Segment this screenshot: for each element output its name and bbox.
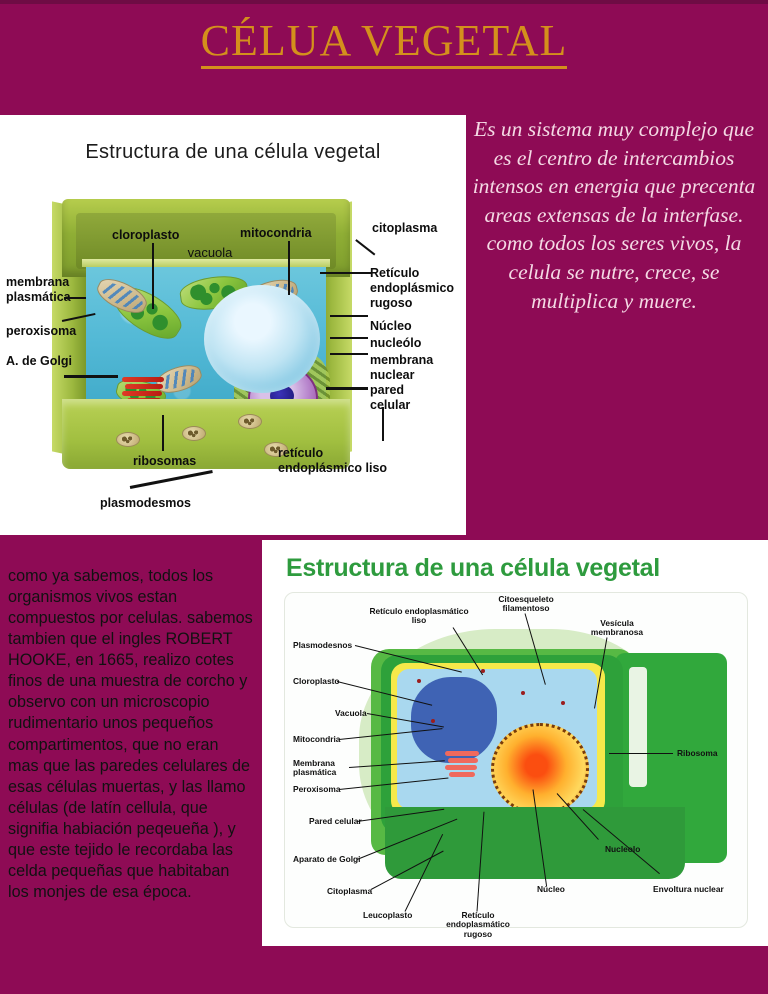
pointer-dot [521,691,525,695]
diagram2-panel: Citoesqueleto filamentoso Retículo endop… [284,592,748,939]
label-plasmodesmos: plasmodesmos [100,496,192,510]
left-description-text: como ya sabemos, todos los organismos vi… [8,567,253,901]
label-pared-1: pared [370,383,405,397]
leader-line [288,241,290,295]
label-ribosoma: Ribosoma [677,748,718,758]
plasmodesma-icon [116,432,140,447]
leader-line [162,415,164,451]
label-nucleolo: Nucleolo [605,844,641,854]
label-citoplasma: citoplasma [372,221,438,235]
adjacent-cell-gap [629,667,647,787]
label-reticulo-liso-2: endoplásmico liso [278,461,388,475]
label-aparato-golgi: A. de Golgi [6,354,72,368]
label-endoplasmico: endoplásmico [370,281,455,295]
label-pared-celular: Pared celular [309,816,362,826]
leader-line [330,353,368,355]
label-reticulo-rugoso: Retículo endoplasmático rugoso [446,910,510,939]
vacuole-icon [411,677,497,763]
vacuole-icon [204,285,320,393]
label-membrana-plasmatica: Membrana plasmática [293,758,337,778]
slide-top-border [0,0,768,4]
label-rugoso: rugoso [370,296,413,310]
leader-line [64,375,118,378]
cell-wall-front [62,399,350,469]
diagram1-cell-body [52,199,352,469]
label-vacuola: Vacuola [335,708,367,718]
pointer-dot [431,719,435,723]
pointer-dot [417,679,421,683]
diagram2-title: Estructura de una célula vegetal [286,554,660,582]
leader-line [330,337,368,339]
plasmodesma-icon [238,414,262,429]
golgi-apparatus-icon [445,751,481,781]
label-ribosomas: ribosomas [133,454,197,468]
page-title-container: CÉLUA VEGETAL [0,17,768,70]
label-cloroplasto: cloroplasto [112,228,180,242]
label-pared-2: celular [370,398,411,412]
leader-line [152,243,154,309]
label-envoltura-nuclear: Envoltura nuclear [653,884,724,894]
label-plasmatica: plasmática [6,290,71,304]
leader-line [326,387,368,390]
label-membrana: membrana [6,275,70,289]
label-reticulo: Retículo [370,266,420,280]
nucleus-icon [491,723,589,815]
label-citoesqueleto: Citoesqueleto filamentoso [498,594,554,614]
inner-membrane-band [82,259,330,267]
label-peroxisoma: Peroxisoma [293,784,341,794]
pointer-dot [481,669,485,673]
label-mitocondria: Mitocondria [293,734,341,744]
leader-line [320,272,372,274]
label-mitocondria: mitocondria [240,226,312,240]
label-nucleolo: nucleólo [370,336,422,350]
label-reticulo-liso-1: retículo [278,446,324,460]
plasmodesma-icon [182,426,206,441]
label-plasmodesnos: Plasmodesnos [293,640,353,650]
page-title: CÉLUA VEGETAL [200,17,568,70]
label-vesicula: Vesícula membranosa [590,618,644,638]
plant-cell-diagram-2: Estructura de una célula vegetal Citoesq… [262,540,768,946]
pointer-dot [561,701,565,705]
label-leucoplasto: Leucoplasto [363,910,413,920]
label-membrana-nuclear-2: nuclear [370,368,415,382]
vacuole-label: vacuola [187,245,233,260]
label-membrana-nuclear-1: membrana [370,353,434,367]
diagram1-title: Estructura de una célula vegetal [85,141,381,163]
label-aparato-de-golgi: Aparato de Golgi [293,854,361,864]
cell-wall-bottom [385,807,685,879]
label-peroxisoma: peroxisoma [6,324,77,338]
leader-line [330,315,368,317]
leader-line [382,407,384,441]
label-citoplasma: Citoplasma [327,886,373,896]
leader-line [64,297,86,299]
label-reticulo-liso: Retículo endoplasmático liso [369,606,469,626]
leader-line [609,753,673,754]
label-nucleo: Núcleo [370,319,412,333]
right-description-text: Es un sistema muy complejo que es el cen… [472,117,756,313]
label-cloroplasto: Cloroplasto [293,676,340,686]
leader-line [355,239,376,256]
plasmodesma-icon [264,442,288,457]
leader-line [129,469,213,489]
label-nucleo: Núcleo [537,884,565,894]
plant-cell-diagram-1: Estructura de una célula vegetal vacuola… [0,115,466,535]
